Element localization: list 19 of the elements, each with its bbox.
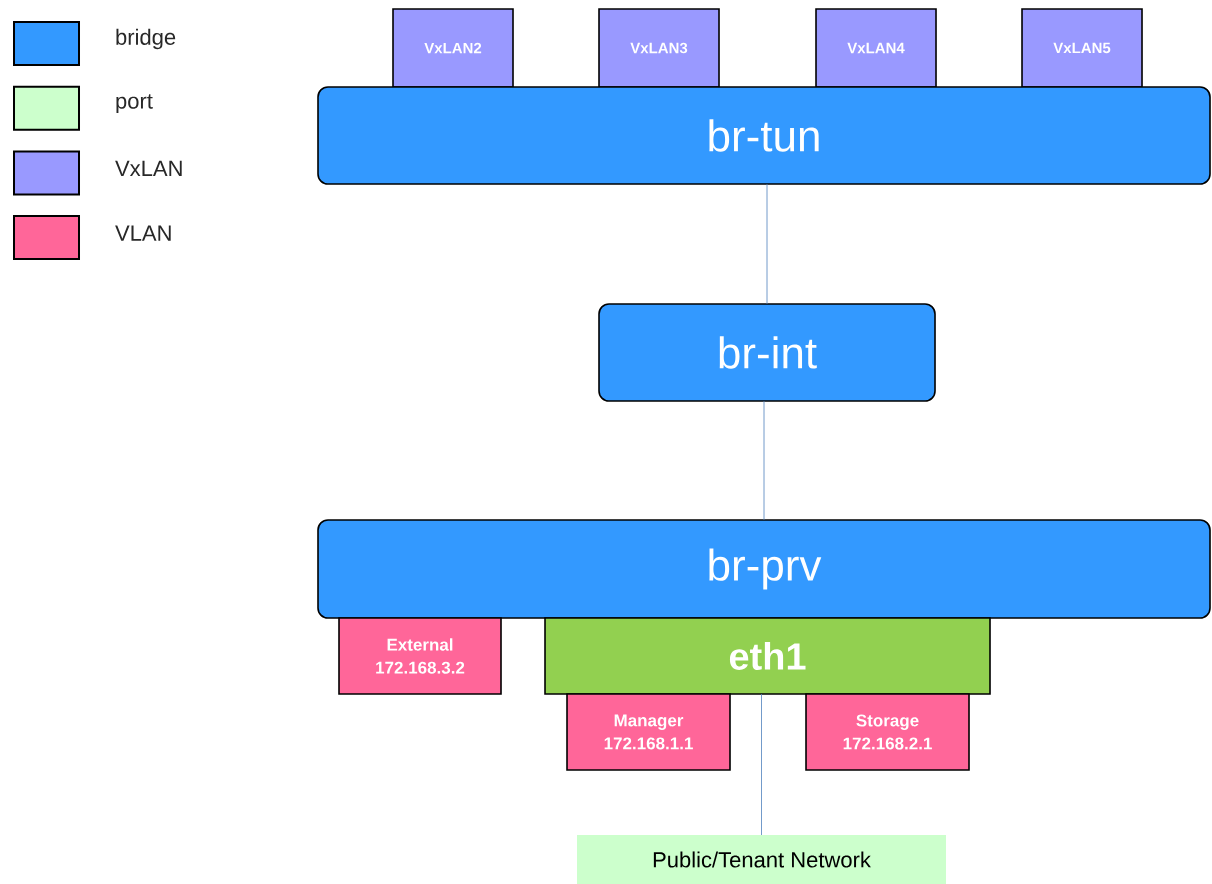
bridge-box: br-int	[598, 303, 936, 402]
network-box: Public/Tenant Network	[577, 835, 946, 884]
vxlan-port-box: VxLAN4	[815, 8, 937, 88]
legend-label: bridge	[116, 28, 176, 50]
vlan-box: Manager 172.168.1.1	[566, 693, 731, 771]
bridge-box: br-prv	[317, 519, 1211, 619]
bridge-box: br-tun	[317, 86, 1211, 185]
vxlan-port-box: VxLAN2	[392, 8, 514, 88]
connector-line	[761, 693, 762, 836]
vlan-box: External 172.168.3.2	[338, 617, 502, 695]
connector-line	[766, 183, 768, 305]
connector-line	[763, 400, 765, 521]
interface-box: eth1	[544, 617, 991, 695]
legend-label: VLAN	[115, 225, 171, 241]
vlan-box: Storage 172.168.2.1	[805, 693, 970, 771]
legend-label: VxLAN	[115, 160, 182, 176]
legend-label: port	[116, 94, 153, 114]
vxlan-port-box: VxLAN3	[598, 8, 720, 88]
vxlan-port-box: VxLAN5	[1021, 8, 1143, 88]
